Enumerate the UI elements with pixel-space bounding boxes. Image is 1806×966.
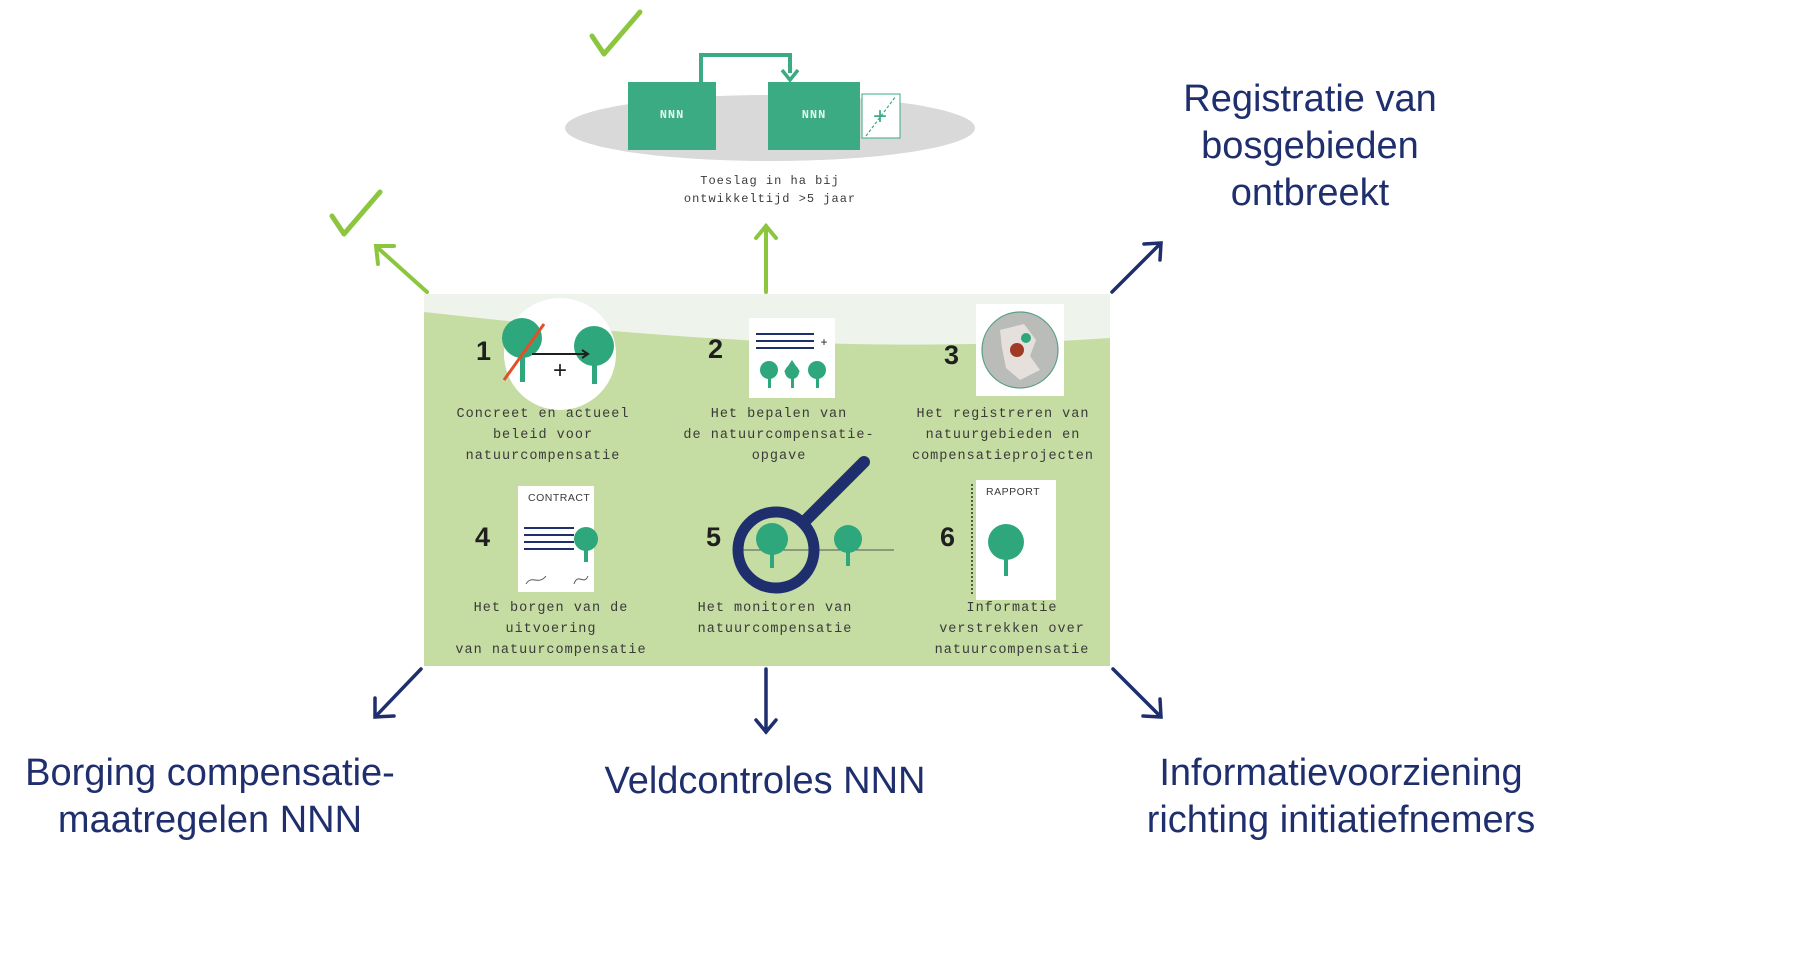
outcome-borging-line: maatregelen NNN [57,799,363,841]
contract-title: CONTRACT [528,492,591,504]
toeslag-line-1: Toeslag in ha bij [700,174,840,188]
transfer-arrow [699,53,792,82]
toeslag-line-2: ontwikkeltijd >5 jaar [683,192,857,206]
outcome-veldcontroles-line: Veldcontroles NNN [604,760,926,802]
svg-text:+: + [873,103,887,130]
step-6-caption-line: Informatie [966,601,1058,616]
step-6-caption-line: natuurcompensatie [934,643,1090,658]
tree-icon [784,360,800,388]
outcome-informatie-line: Informatievoorziening [1159,752,1523,794]
outcome-registratie-line: Registratie van [1183,78,1437,120]
step-2-caption: Het bepalen van de natuurcompensatie- op… [664,404,894,467]
tree-icon [756,523,788,568]
step-6-caption-line: verstrekken over [939,622,1085,637]
tree-icon [834,525,862,566]
outcome-veldcontroles: Veldcontroles NNN [570,758,960,805]
nnn-box-right [768,82,860,150]
arrow-icon [373,667,423,719]
step-2-number: 2 [708,334,724,364]
rapport-title: RAPPORT [986,486,1041,498]
step-5-caption-line: Het monitoren van [697,601,853,616]
step-3-caption-line: natuurgebieden en [925,428,1081,443]
step6-illustration [971,480,1056,600]
step-4-caption-line: Het borgen van de uitvoering [473,601,629,637]
step-5-caption-line: natuurcompensatie [697,622,853,637]
step3-illustration [976,304,1064,396]
step-3-number: 3 [944,340,960,370]
arrow-icon [754,667,778,735]
arrow-icon [754,222,778,294]
tree-icon [502,318,542,382]
outcome-registratie-line: ontbreekt [1230,172,1390,214]
step1-illustration: + [502,298,616,410]
step-1-caption-line: natuurcompensatie [465,449,621,464]
outcome-registratie-line: bosgebieden [1201,125,1419,167]
outcome-informatie: Informatievoorziening richting initiatie… [1106,750,1576,844]
step-6-caption: Informatie verstrekken over natuurcompen… [912,598,1112,661]
step-3-caption-line: Het registreren van [916,407,1090,422]
tree-icon [760,361,778,388]
outcome-borging: Borging compensatie- maatregelen NNN [0,750,420,844]
outcome-registratie: Registratie van bosgebieden ontbreekt [1160,76,1460,217]
tree-icon [808,361,826,388]
checkmark-icon [329,189,383,237]
outcome-borging-line: Borging compensatie- [25,752,395,794]
central-panel: + + [424,294,1110,666]
step-3-caption: Het registreren van natuurgebieden en co… [896,404,1110,467]
step-2-caption-line: de natuurcompensatie- [683,428,875,443]
step-1-caption-line: beleid voor [492,428,594,443]
step-4-caption: Het borgen van de uitvoering van natuurc… [426,598,676,661]
step-1-caption: Concreet en actueel beleid voor natuurco… [428,404,658,467]
step2-illustration: + [749,318,835,398]
arrow-icon [373,244,429,294]
step-4-number: 4 [475,522,491,552]
outcome-informatie-line: richting initiatiefnemers [1146,799,1536,841]
tree-icon [988,524,1024,576]
svg-text:+: + [820,335,827,349]
tree-icon [574,527,598,562]
toeslag-caption: Toeslag in ha bij ontwikkeltijd >5 jaar [640,172,900,208]
nnn-box-right-label: NNN [801,108,827,122]
step-1-number: 1 [476,336,492,366]
step-5-caption: Het monitoren van natuurcompensatie [680,598,870,640]
arrow-icon [1111,667,1163,719]
step-2-caption-line: Het bepalen van [710,407,848,422]
arrow-icon [1110,241,1163,294]
magnifier-icon [732,456,894,594]
svg-text:+: + [553,357,567,384]
step-3-caption-line: compensatieprojecten [911,449,1095,464]
checkmark-icon [589,9,643,57]
step-1-caption-line: Concreet en actueel [456,407,630,422]
step-5-number: 5 [706,522,722,552]
step-4-caption-line: van natuurcompensatie [455,643,647,658]
step4-illustration [518,486,598,592]
nnn-box-left [628,82,716,150]
nnn-box-left-label: NNN [659,108,685,122]
step-6-number: 6 [940,522,956,552]
step-2-caption-line: opgave [751,449,807,464]
